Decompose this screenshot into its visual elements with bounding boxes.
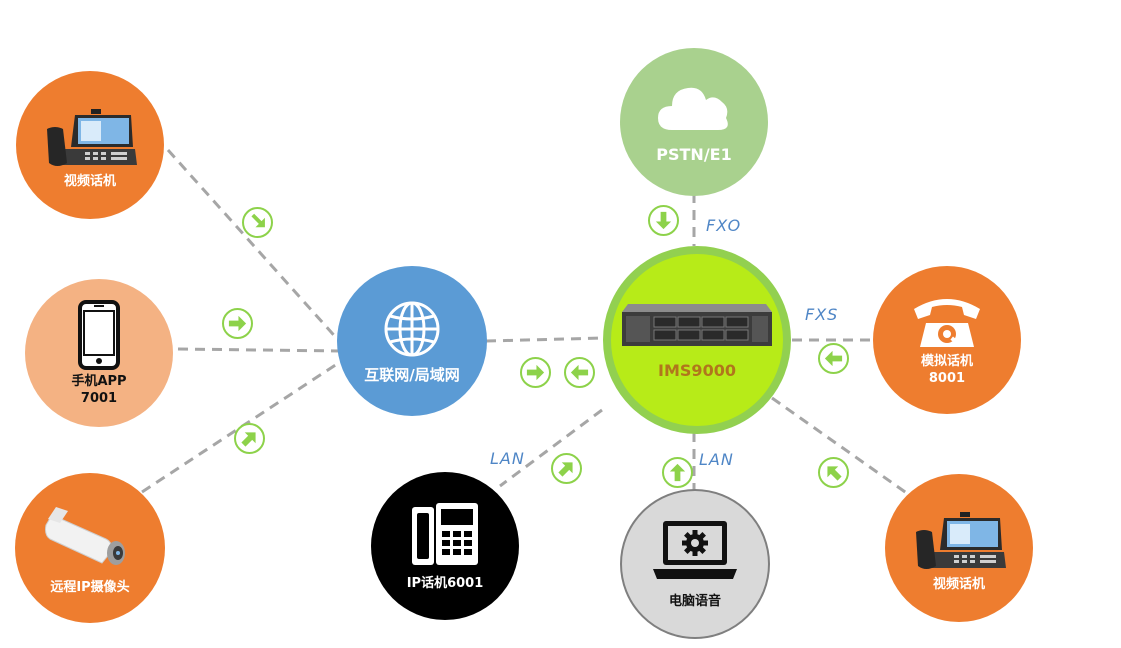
analog-phone-label: 模拟话机 8001 <box>921 353 973 387</box>
globe-icon <box>384 301 440 356</box>
internet-lan-hub: 互联网/局域网 <box>337 266 487 416</box>
mobile-app-label: 手机APP 7001 <box>71 373 126 407</box>
security-camera-icon <box>45 506 125 565</box>
ip-camera-label: 远程IP摄像头 <box>50 579 130 595</box>
analog-phone-label-line2: 8001 <box>928 371 966 386</box>
video-phone-right-label: 视频话机 <box>932 576 985 592</box>
flow-arrow-icon <box>520 357 551 388</box>
analog-phone-label-line1: 模拟话机 <box>920 354 973 369</box>
flow-arrow-icon <box>648 205 679 236</box>
flow-arrow-icon <box>662 457 693 488</box>
link-video-phone-left <box>166 148 342 344</box>
video-phone-left-node: 视频话机 <box>16 71 164 219</box>
video-phone-right-node: 视频话机 <box>885 474 1033 622</box>
link-label-fxo: FXO <box>706 216 742 235</box>
mobile-app-label-line2: 7001 <box>80 390 118 406</box>
pstn-label: PSTN/E1 <box>656 144 732 164</box>
link-mobile-app <box>177 347 341 353</box>
flow-arrow-icon <box>564 357 595 388</box>
mobile-app-label-line1: 手机APP <box>71 373 127 389</box>
ip-phone-node: IP话机6001 <box>371 472 519 620</box>
pc-voice-label: 电脑语音 <box>668 593 721 609</box>
pstn-node: PSTN/E1 <box>620 48 768 196</box>
video-phone-icon <box>916 511 1006 569</box>
ip-camera-node: 远程IP摄像头 <box>15 473 165 623</box>
ip-phone-label: IP话机6001 <box>406 575 484 591</box>
video-phone-icon <box>47 108 137 166</box>
link-server-ip-phone <box>499 408 603 488</box>
flow-arrow-icon <box>818 343 849 374</box>
flow-arrow-icon <box>234 423 265 454</box>
internet-lan-label: 互联网/局域网 <box>364 365 460 384</box>
flow-arrow-icon <box>242 207 273 238</box>
link-server-video-right <box>771 396 909 496</box>
smartphone-icon <box>78 299 120 370</box>
analog-phone-node: 模拟话机 8001 <box>873 266 1021 414</box>
flow-arrow-icon <box>551 453 582 484</box>
laptop-gear-icon <box>653 520 737 579</box>
ims9000-server-hub: IMS9000 <box>603 246 791 434</box>
link-internet-server <box>485 336 605 343</box>
mobile-app-node: 手机APP 7001 <box>25 279 173 427</box>
retro-telephone-icon <box>914 299 980 347</box>
link-label-fxs: FXS <box>805 305 839 324</box>
video-phone-left-label: 视频话机 <box>63 173 116 189</box>
ims9000-label: IMS9000 <box>658 360 736 380</box>
flow-arrow-icon <box>222 308 253 339</box>
flow-arrow-icon <box>818 457 849 488</box>
link-label-lan-ip-phone: LAN <box>490 449 525 468</box>
desk-phone-icon <box>412 502 478 565</box>
rack-server-icon <box>622 303 772 346</box>
cloud-icon <box>658 87 728 130</box>
link-label-lan-pc: LAN <box>699 450 734 469</box>
pc-voice-node: 电脑语音 <box>620 489 770 639</box>
link-ip-camera <box>141 360 341 494</box>
